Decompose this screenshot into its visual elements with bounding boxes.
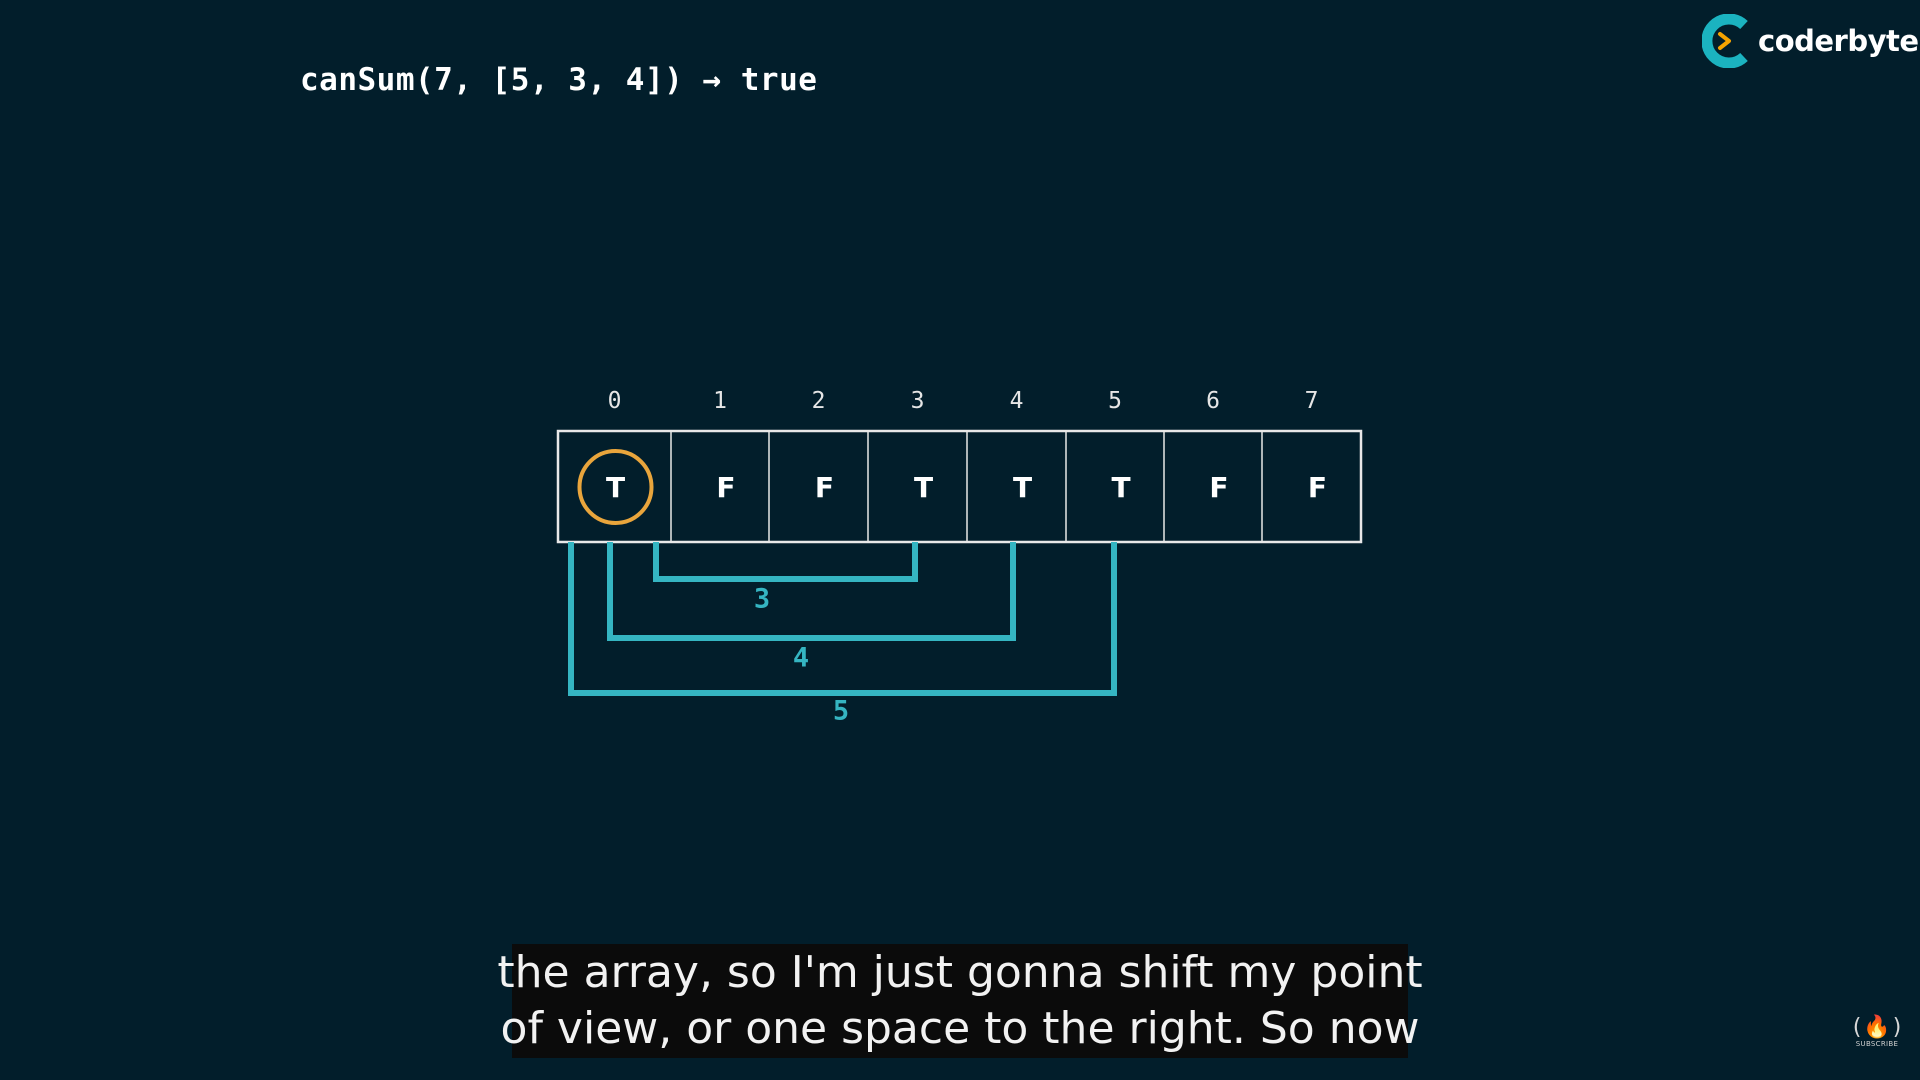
jump-bracket-3 [653,542,918,582]
table-cell-value-3: T [914,471,933,504]
index-label-2: 2 [812,388,826,414]
table-cell-value-7: F [1308,471,1327,504]
index-label-1: 1 [713,388,727,414]
table-cell-value-2: F [815,471,834,504]
jump-label-3: 3 [754,584,770,615]
caption-line-2: of view, or one space to the right. So n… [500,1003,1420,1054]
index-label-7: 7 [1305,388,1319,414]
table-cell-value-1: F [716,471,735,504]
subtitle-caption: the array, so I'm just gonna shift my po… [497,944,1423,1058]
subscribe-label: SUBSCRIBE [1855,1040,1899,1048]
current-position-marker [577,449,654,525]
jump-brackets: 345 [568,542,1117,727]
table-cell-value-4: T [1013,471,1032,504]
index-label-5: 5 [1108,388,1122,414]
index-label-0: 0 [608,388,622,414]
table-cell-value-5: T [1111,471,1130,504]
jump-label-4: 4 [793,643,809,674]
caption-line-1: the array, so I'm just gonna shift my po… [497,947,1423,998]
jump-bracket-4 [607,542,1016,641]
index-labels: 0 1 2 3 4 5 6 7 [608,388,1319,414]
jump-label-5: 5 [833,696,849,727]
freecodecamp-icon: (🔥) [1850,1015,1904,1040]
table-cell-value-6: F [1209,471,1228,504]
coderbyte-logo: coderbyte [1702,14,1919,68]
table-cell-value-0: T [606,471,625,504]
coderbyte-wordmark: coderbyte [1758,24,1919,58]
index-label-4: 4 [1010,388,1024,414]
function-call-title: canSum(7, [5, 3, 4]) → true [300,62,818,98]
index-label-3: 3 [911,388,925,414]
table-border [556,429,1363,544]
index-label-6: 6 [1206,388,1220,414]
freecodecamp-subscribe-badge[interactable]: (🔥) SUBSCRIBE [1850,1016,1904,1054]
coderbyte-logo-icon [1702,14,1748,68]
jump-bracket-5 [568,542,1117,696]
